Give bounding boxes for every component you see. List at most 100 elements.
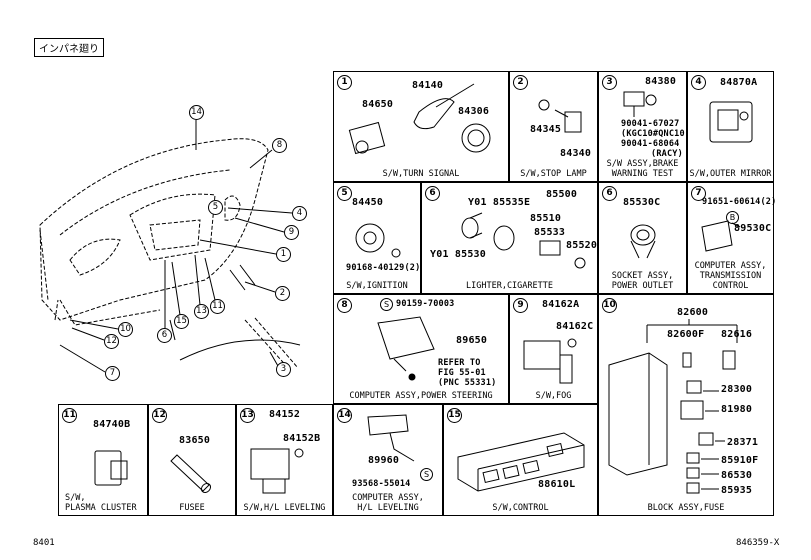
part-number: 84140 [412, 80, 444, 91]
callout-13: 13 [194, 304, 209, 319]
panel-power-outlet: 6 85530C SOCKET ASSY, POWER OUTLET [598, 182, 687, 294]
part-number: Y01 85530 [430, 249, 486, 260]
part-number: 82616 [721, 329, 753, 340]
outer-mirror-switch-drawing [709, 101, 753, 143]
part-number: 85533 [534, 227, 566, 238]
caption-line: POWER OUTLET [611, 281, 674, 291]
refer-note: REFER TO FIG 55-01 (PNC 55331) [438, 358, 497, 388]
part-number: 84340 [560, 148, 592, 159]
part-number: 90168-40129(2) [346, 263, 421, 273]
callout-7: 7 [105, 366, 120, 381]
panel-caption: SOCKET ASSY, POWER OUTLET [599, 271, 686, 291]
callout-9: 9 [284, 225, 299, 240]
panel-number: 8 [337, 298, 352, 313]
caption-line: SOCKET ASSY, [611, 271, 674, 281]
panel-number: 12 [152, 408, 167, 423]
note-line: FIG 55-01 [438, 368, 486, 378]
panel-caption: COMPUTER ASSY, TRANSMISSION CONTROL [688, 261, 773, 291]
callout-s: S [380, 298, 393, 311]
part-number: 82600 [677, 307, 709, 318]
callout-12: 12 [104, 334, 119, 349]
callout-6: 6 [157, 328, 172, 343]
part-number: 84162C [556, 321, 594, 332]
panel-number: 3 [602, 75, 617, 90]
caption-line: S/W ASSY,BRAKE [606, 159, 679, 169]
panel-caption: S/W,H/L LEVELING [243, 503, 326, 513]
fusee-drawing [170, 454, 212, 494]
part-number: (KGC10#QNC10) [621, 129, 691, 139]
panel-number: 7 [691, 186, 706, 201]
turn-signal-switch-drawing [348, 83, 491, 155]
panel-caption: S/W ASSY,BRAKE WARNING TEST [599, 159, 686, 179]
callout-8: 8 [272, 138, 287, 153]
panel-turn-signal: 1 84140 84650 84306 S/W,TURN SIGNAL [333, 71, 509, 182]
panel-hl-leveling-switch: 13 84152 84152B S/W,H/L LEVELING [236, 404, 333, 516]
part-number: 85510 [530, 213, 562, 224]
part-number: 85935 [721, 485, 753, 496]
callout-1: 1 [276, 247, 291, 262]
callout-14: 14 [189, 105, 204, 120]
callout-15: 15 [174, 314, 189, 329]
panel-number: 6 [602, 186, 617, 201]
caption-line: H/L LEVELING [357, 503, 419, 513]
part-number: 84152 [269, 409, 301, 420]
power-outlet-drawing [630, 224, 656, 259]
caption-line: TRANSMISSION [699, 271, 762, 281]
part-number: 84740B [93, 419, 131, 430]
fuse-block-drawing [608, 319, 738, 494]
panel-caption: S/W,STOP LAMP [520, 169, 587, 179]
part-number: 91651-60614(2) [702, 197, 777, 207]
part-number: 28300 [721, 384, 753, 395]
panel-number: 11 [62, 408, 77, 423]
cigarette-lighter-drawing [461, 212, 586, 269]
panel-number: 4 [691, 75, 706, 90]
part-number: 85500 [546, 189, 578, 200]
part-number: 89960 [368, 455, 400, 466]
panel-caption: COMPUTER ASSY, H/L LEVELING [334, 493, 442, 513]
part-number: 86530 [721, 470, 753, 481]
panel-caption: S/W,IGNITION [346, 281, 408, 291]
caption-line: S/W, [65, 493, 86, 503]
callout-4: 4 [292, 206, 307, 221]
part-number: 84650 [362, 99, 394, 110]
panel-number: 14 [337, 408, 352, 423]
panel-ignition: 5 84450 90168-40129(2) S/W,IGNITION [333, 182, 421, 294]
part-number: 81980 [721, 404, 753, 415]
panel-caption: COMPUTER ASSY,POWER STEERING [349, 391, 493, 401]
hl-leveling-switch-drawing [250, 448, 304, 494]
panel-caption: BLOCK ASSY,FUSE [647, 503, 725, 513]
panel-caption: S/W,CONTROL [492, 503, 549, 513]
part-number: 84152B [283, 433, 321, 444]
part-number: 85910F [721, 455, 759, 466]
footer-left-code: 8401 [33, 538, 55, 548]
panel-caption: S/W, PLASMA CLUSTER [59, 493, 147, 513]
note-line: (PNC 55331) [438, 378, 497, 388]
power-steering-computer-drawing [377, 316, 435, 381]
part-number: 84450 [352, 197, 384, 208]
part-number: 93568-55014 [352, 479, 411, 489]
part-number: 89650 [456, 335, 488, 346]
panel-number: 2 [513, 75, 528, 90]
panel-control-switch: 15 88610L S/W,CONTROL [443, 404, 598, 516]
part-number: 82600F [667, 329, 705, 340]
panel-number: 10 [602, 298, 617, 313]
part-number: 84306 [458, 106, 490, 117]
fog-switch-drawing [523, 338, 577, 384]
panel-fusee: 12 83650 FUSEE [148, 404, 236, 516]
panel-number: 1 [337, 75, 352, 90]
brake-warning-switch-drawing [623, 91, 657, 117]
panel-transmission-computer: 7 91651-60614(2) B 89530C COMPUTER ASSY,… [687, 182, 777, 294]
part-number: (RACY) [651, 149, 683, 159]
transmission-computer-drawing [701, 220, 741, 252]
part-number: 28371 [727, 437, 759, 448]
caption-line: CONTROL [712, 281, 749, 291]
panel-number: 5 [337, 186, 352, 201]
callout-2: 2 [275, 286, 290, 301]
callout-3: 3 [276, 362, 291, 377]
panel-brake-warning: 3 84380 90041-67027 (KGC10#QNC10) 90041-… [598, 71, 691, 182]
part-number: 84380 [645, 76, 677, 87]
callout-s: S [420, 468, 433, 481]
panel-caption: S/W,OUTER MIRROR [689, 169, 772, 179]
panel-outer-mirror: 4 84870A S/W,OUTER MIRROR [687, 71, 774, 182]
